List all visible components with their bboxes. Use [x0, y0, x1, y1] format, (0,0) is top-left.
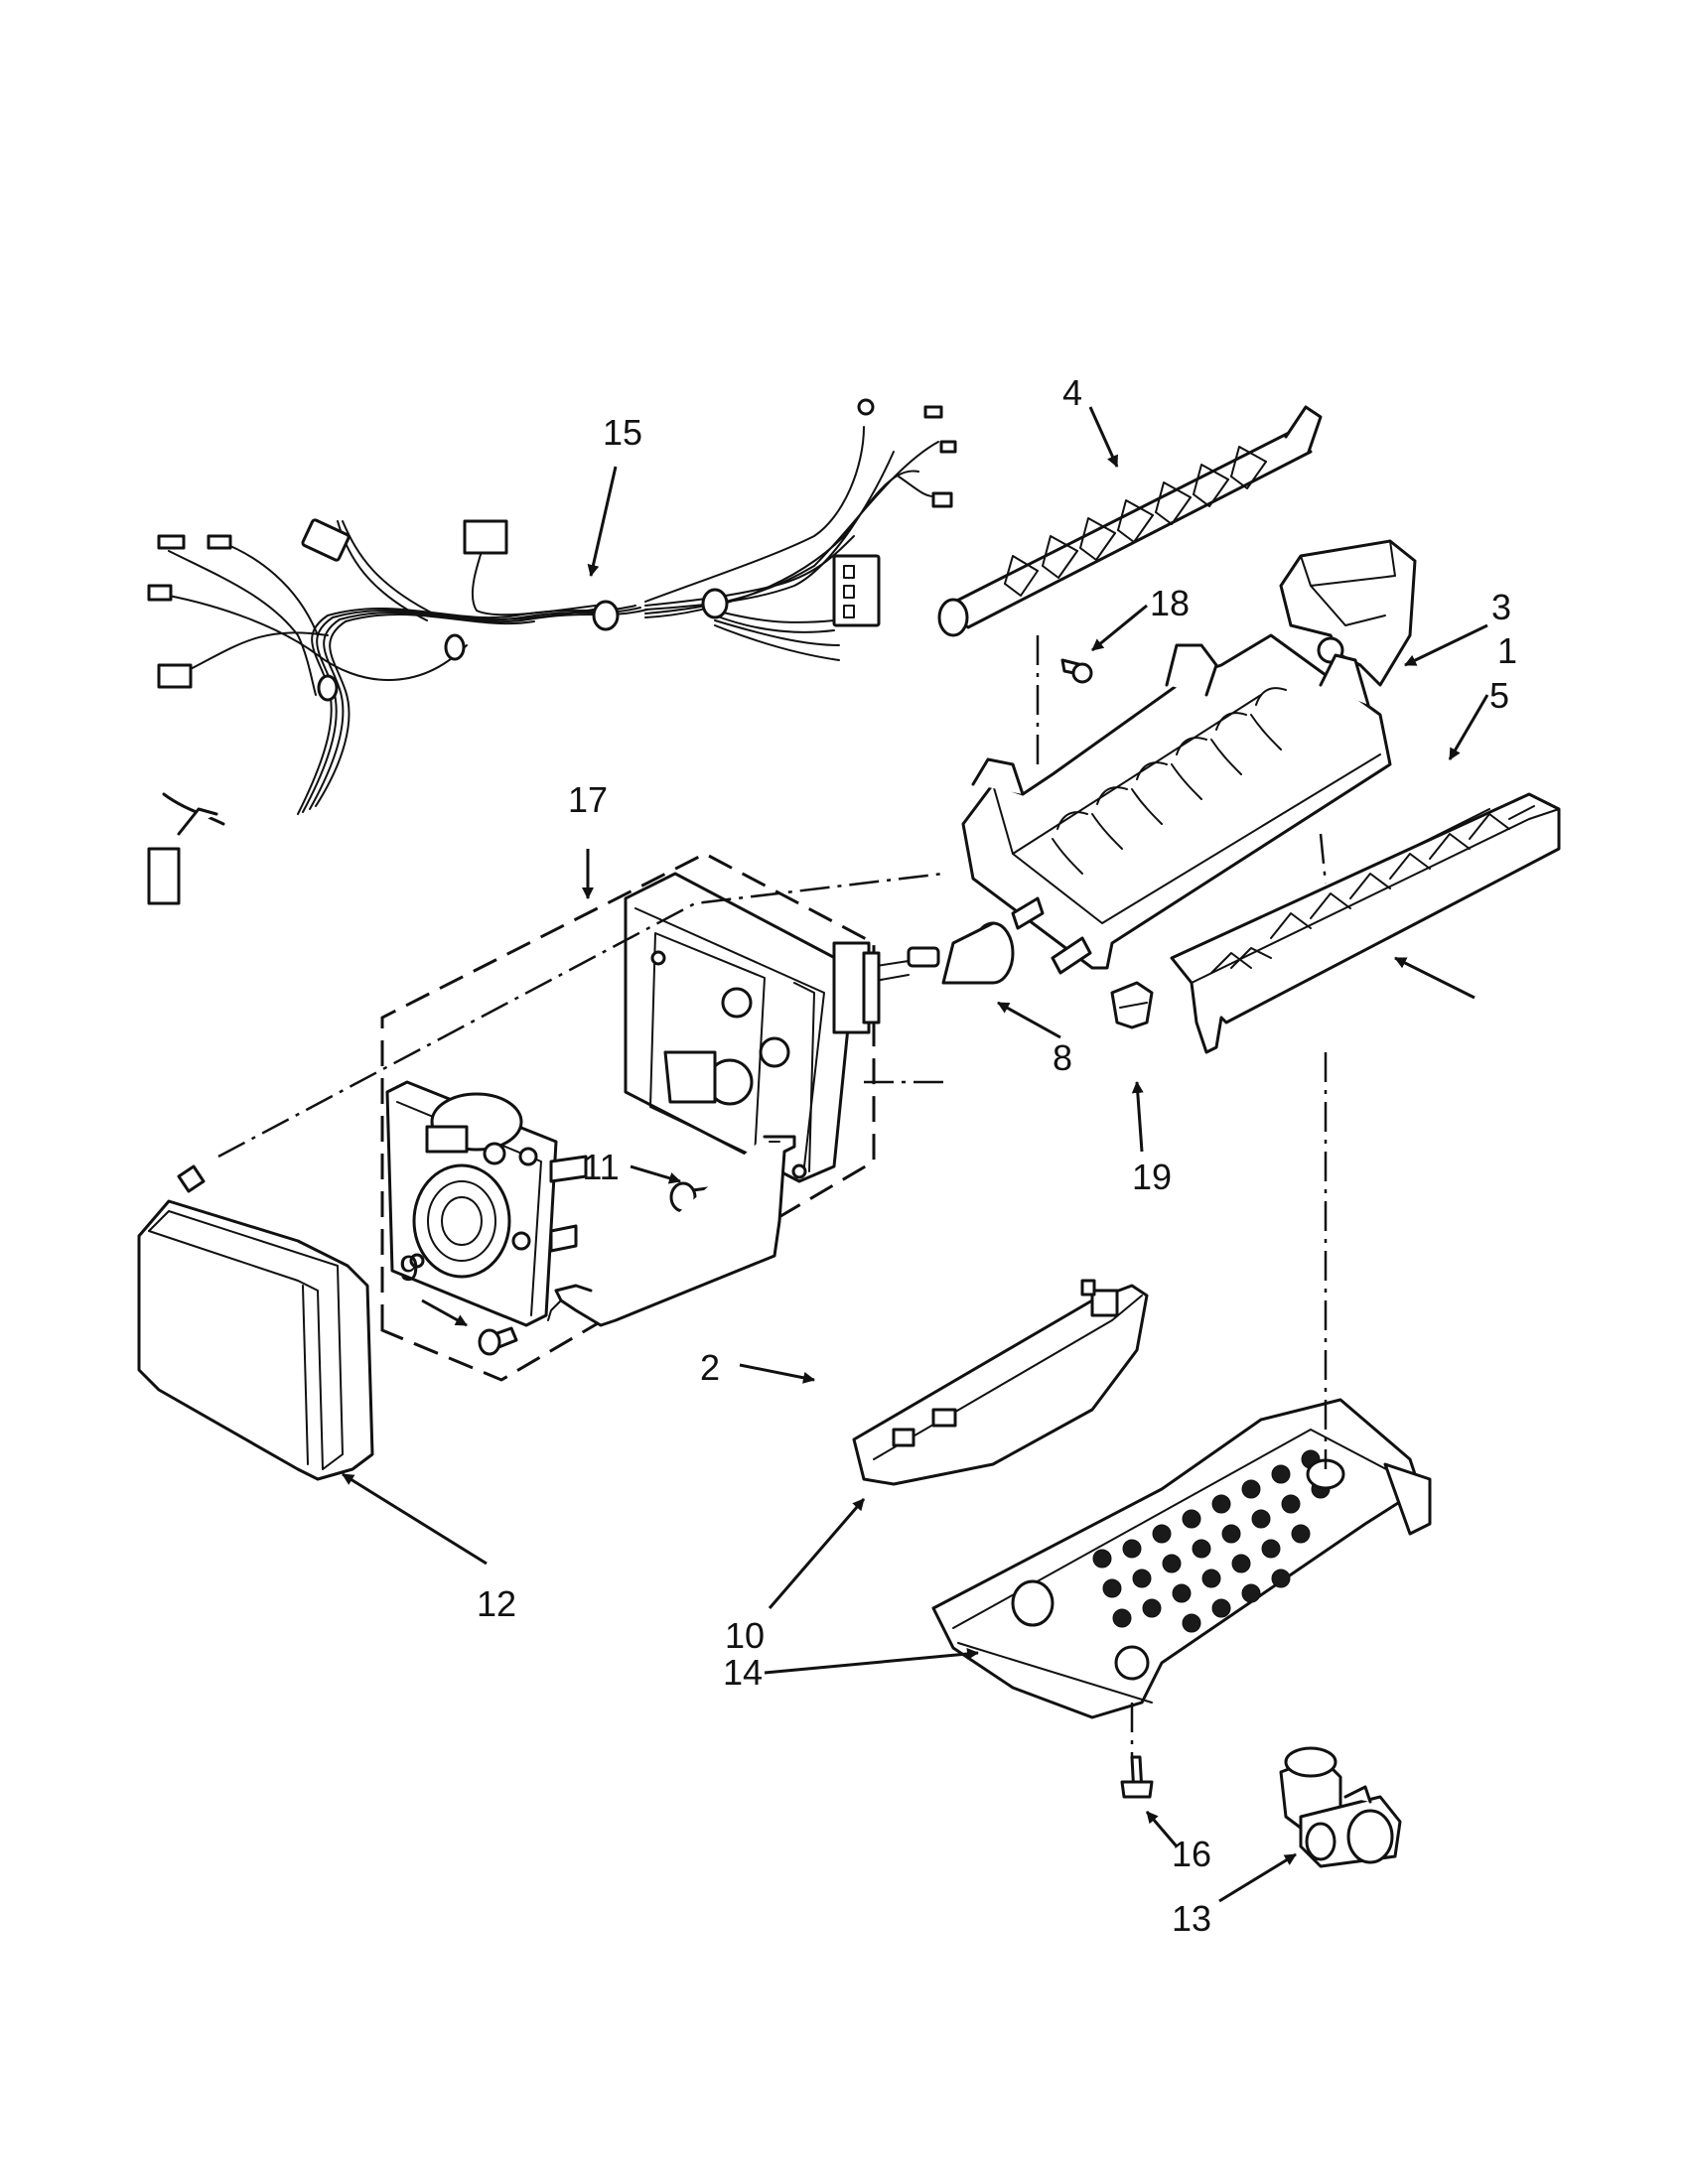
callout-3: 3 [1491, 587, 1511, 627]
module-housing [380, 852, 881, 1382]
screw-base [1120, 1755, 1154, 1799]
motor-plate [385, 1080, 588, 1327]
callout-9: 9 [399, 1248, 419, 1289]
baffle [852, 1279, 1149, 1486]
mold [961, 633, 1392, 975]
ejector [937, 405, 1323, 637]
callout-17: 17 [568, 779, 608, 820]
callout-14: 14 [723, 1652, 763, 1693]
shutoff-arm [547, 1135, 796, 1327]
stripper [1170, 792, 1561, 1054]
callout-15: 15 [603, 412, 642, 453]
callout-leaders [342, 406, 1489, 1903]
callout-13: 13 [1172, 1898, 1211, 1939]
wiring-harness [147, 398, 957, 905]
callout-1: 1 [1497, 630, 1517, 671]
screw-motor [478, 1326, 518, 1356]
water-valve [1279, 1746, 1402, 1868]
housing-base [931, 1398, 1432, 1719]
thermostat [863, 921, 1015, 985]
callout-10: 10 [725, 1615, 765, 1656]
callout-16: 16 [1172, 1834, 1211, 1874]
callout-5: 5 [1489, 675, 1509, 716]
alignment-lines [217, 635, 1328, 1757]
callout-2: 2 [700, 1347, 720, 1388]
screw [1060, 658, 1093, 684]
callout-18: 18 [1150, 583, 1190, 623]
callout-19: 19 [1132, 1157, 1172, 1197]
callout-11: 11 [582, 1147, 619, 1187]
front-cover [137, 1164, 374, 1481]
clip [1110, 981, 1154, 1029]
callout-8: 8 [1053, 1037, 1072, 1078]
callout-labels: 1 2 3 4 5 8 9 10 11 12 13 14 15 16 17 18… [399, 372, 1517, 1939]
callout-12: 12 [477, 1583, 516, 1624]
callout-4: 4 [1062, 372, 1082, 413]
